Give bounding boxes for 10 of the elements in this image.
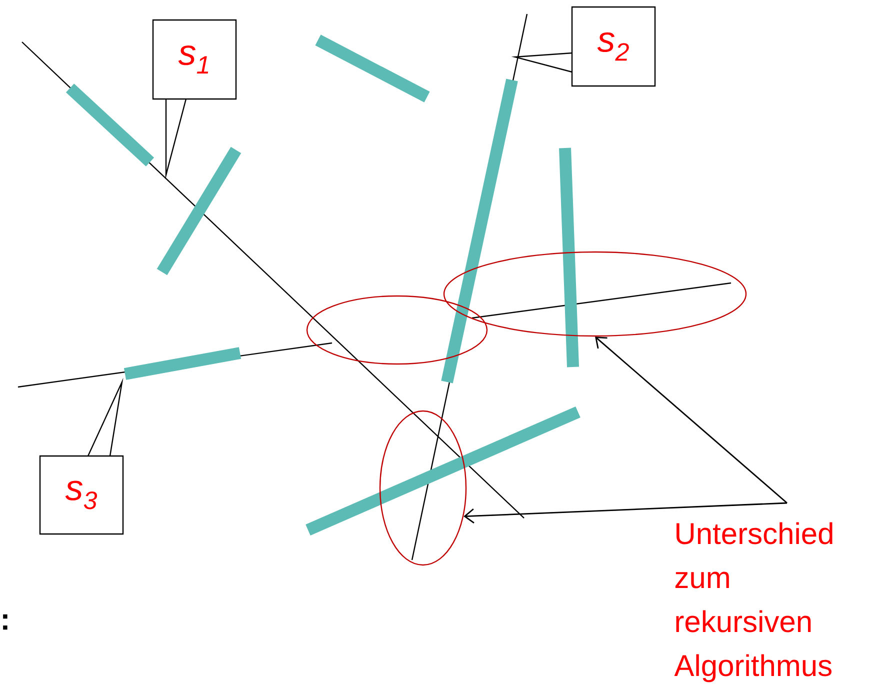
callout-box: s$_{3}$ xyxy=(39,378,124,535)
ellipse-marker xyxy=(443,251,747,337)
arrow xyxy=(595,336,788,504)
ellipse-marker xyxy=(306,295,488,365)
colon-mark: : xyxy=(3,614,8,630)
callout-box: s$_{2}$ xyxy=(511,6,656,87)
annotation-text: Unterschied zum rekursiven Algorithmus xyxy=(674,522,832,682)
callout-box: s$_{1}$ xyxy=(152,19,237,180)
arrow xyxy=(464,502,788,524)
ellipse-marker xyxy=(379,410,467,566)
